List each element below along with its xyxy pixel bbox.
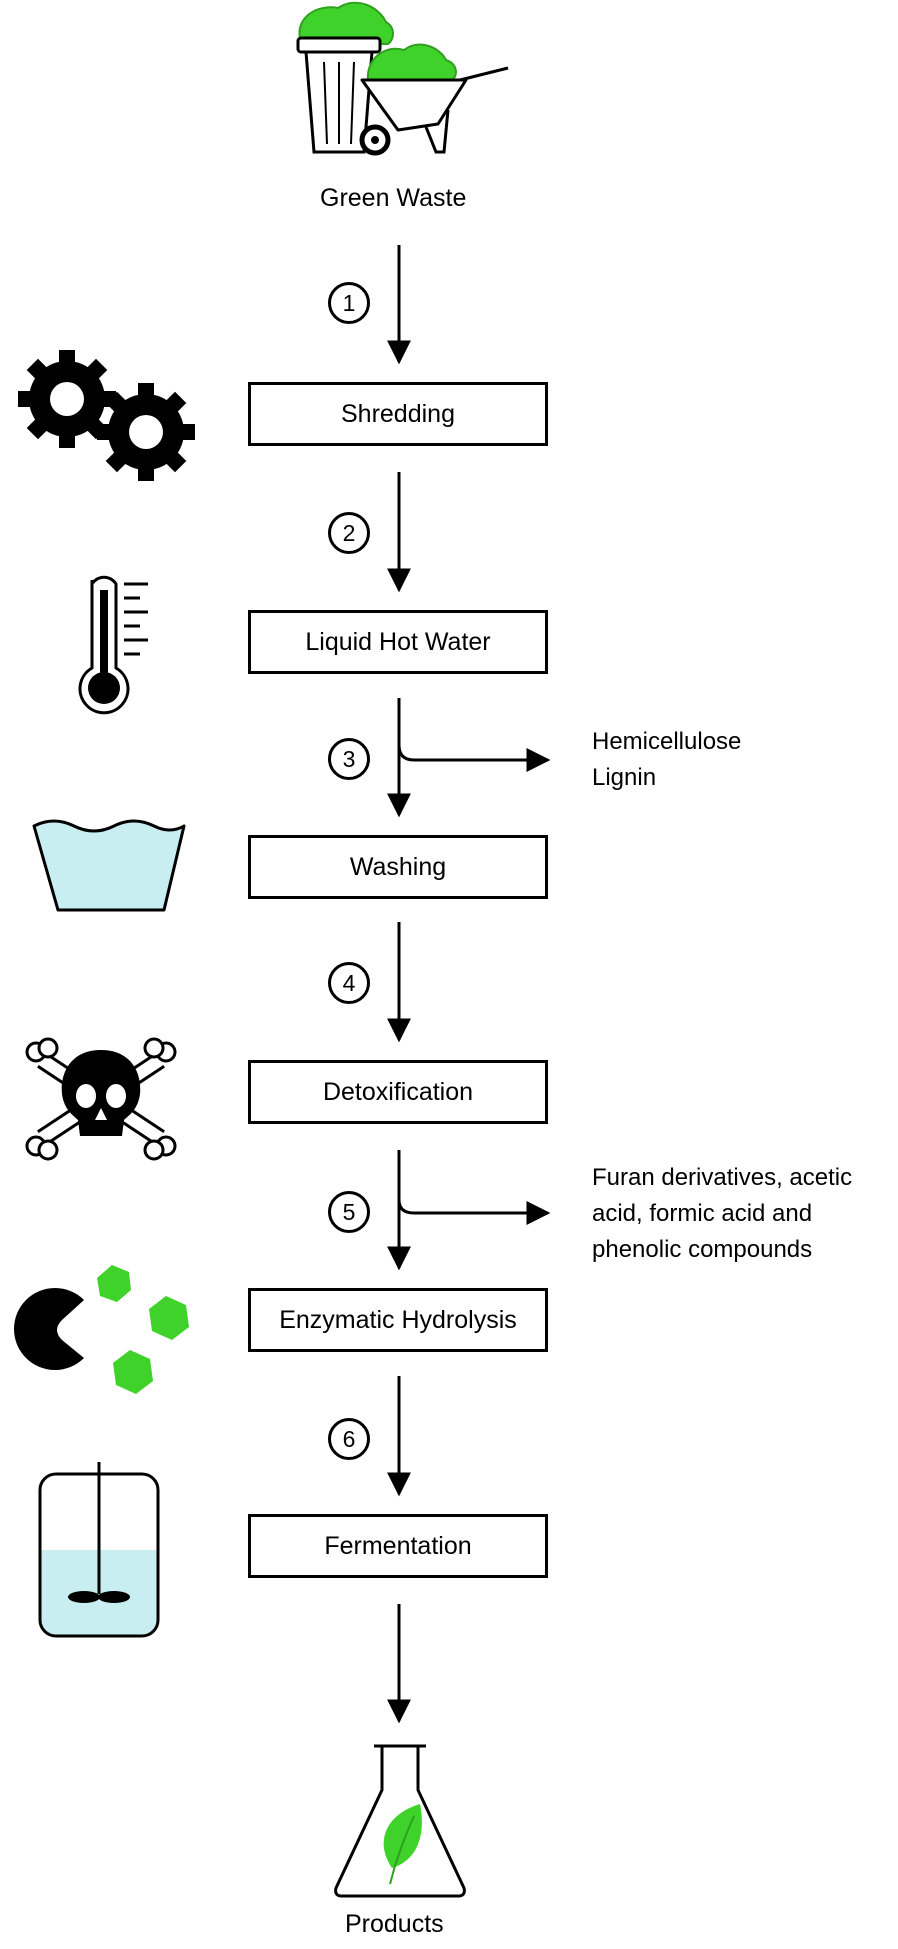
bin-lid <box>296 36 382 54</box>
green-waste-leaves <box>298 1 394 45</box>
flask-leaf-icon <box>334 1744 466 1898</box>
step-1: 1 <box>328 282 370 324</box>
side-stream-3: Hemicellulose Lignin <box>592 724 741 796</box>
side-stream-3-line-1: Hemicellulose <box>592 728 742 755</box>
enzyme-pacman-icon <box>13 1265 189 1394</box>
branch-arrow-5 <box>397 1152 551 1225</box>
water-basin-icon <box>32 819 186 912</box>
gear-large <box>18 350 116 448</box>
gear-small <box>97 383 195 481</box>
substrate-hexagon <box>149 1296 189 1340</box>
green-waste-icon <box>296 1 509 156</box>
output-label: Products <box>345 1910 444 1938</box>
gears-icon <box>18 350 195 481</box>
barrow-leaves <box>366 43 457 81</box>
stage-fermentation: Fermentation <box>248 1514 548 1578</box>
stage-enzymatic-hydrolysis: Enzymatic Hydrolysis <box>248 1288 548 1352</box>
source-label: Green Waste <box>320 184 467 212</box>
flow-arrows <box>387 245 551 1724</box>
thermometer-icon <box>78 575 148 715</box>
side-stream-5-line-3: phenolic compounds <box>592 1236 813 1263</box>
side-stream-5-line-1: Furan derivatives, acetic <box>592 1164 853 1191</box>
step-4: 4 <box>328 962 370 1004</box>
side-stream-5-line-2: acid, formic acid and <box>592 1200 813 1227</box>
step-3: 3 <box>328 738 370 780</box>
fermenter-tank-icon <box>38 1462 160 1638</box>
stage-washing: Washing <box>248 835 548 899</box>
side-stream-5: Furan derivatives, acetic acid, formic a… <box>592 1160 852 1268</box>
stage-liquid-hot-water: Liquid Hot Water <box>248 610 548 674</box>
skull-crossbones-icon <box>25 1037 177 1161</box>
step-5: 5 <box>328 1191 370 1233</box>
stage-shredding: Shredding <box>248 382 548 446</box>
side-stream-3-line-2: Lignin <box>592 764 657 791</box>
stage-detoxification: Detoxification <box>248 1060 548 1124</box>
branch-arrow-3 <box>397 700 551 772</box>
barrow-tub <box>360 78 468 132</box>
substrate-hexagon <box>113 1350 153 1394</box>
step-2: 2 <box>328 512 370 554</box>
step-6: 6 <box>328 1418 370 1460</box>
substrate-hexagon <box>97 1265 131 1302</box>
